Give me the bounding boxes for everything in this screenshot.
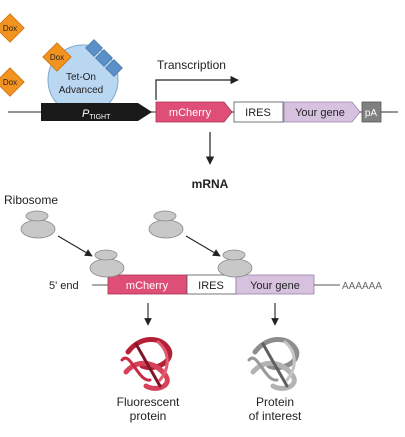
promoter-label: PTIGHT: [82, 108, 111, 121]
transcription-label: Transcription: [157, 58, 226, 72]
mrna-mcherry: mCherry: [107, 274, 188, 295]
ires-label: IRES: [245, 107, 271, 119]
ribosome-label: Ribosome: [4, 193, 58, 207]
ribosome-free-1: [20, 210, 56, 239]
ires-element: IRES: [233, 101, 284, 123]
mrna-mcherry-label: mCherry: [126, 280, 169, 292]
promoter-ptight: PTIGHT: [41, 103, 152, 121]
transcription-arrow: [155, 75, 239, 100]
mrna-ires-label: IRES: [198, 280, 224, 292]
ribosome-free-2: [148, 210, 184, 239]
your-gene: Your gene: [283, 101, 361, 123]
mrna-ires: IRES: [186, 274, 237, 295]
protein-of-interest-structure: [247, 337, 300, 391]
ribosome-bound-2: [217, 249, 253, 278]
fluorescent-protein-label-2: protein: [130, 409, 167, 423]
dox-molecule-1: Dox: [0, 13, 25, 43]
mcherry-label: mCherry: [169, 107, 212, 119]
protein-of-interest-label-1: Protein: [256, 395, 294, 409]
dox-molecule-2: Dox: [0, 67, 25, 97]
your-gene-label: Your gene: [295, 107, 345, 119]
dox-label-1: Dox: [3, 24, 17, 33]
dox-molecule-bound: Dox: [42, 42, 72, 72]
protein-of-interest-label-2: of interest: [249, 409, 302, 423]
ribosome-arrow-2: [185, 235, 221, 257]
mcherry-gene: mCherry: [155, 101, 233, 123]
blue-squares: [85, 39, 123, 77]
dox-label-2: Dox: [3, 78, 17, 87]
fluorescent-protein-structure: [120, 337, 173, 391]
five-prime-label: 5' end: [49, 280, 79, 292]
ribosome-arrow-1: [57, 235, 93, 257]
ribosome-bound-1: [89, 249, 125, 278]
pa-signal: pA: [361, 101, 382, 123]
mrna-your-gene-label: Your gene: [250, 280, 300, 292]
pa-label: pA: [365, 108, 378, 119]
tet-on-label-line1: Tet-On: [66, 72, 96, 83]
fluorescent-protein-label-1: Fluorescent: [117, 395, 180, 409]
mrna-title: mRNA: [192, 177, 229, 191]
dox-label-bound: Dox: [50, 53, 64, 62]
poly-a-tail: AAAAAA: [342, 281, 382, 292]
tet-on-label-line2: Advanced: [59, 85, 103, 96]
mrna-your-gene: Your gene: [235, 274, 315, 295]
